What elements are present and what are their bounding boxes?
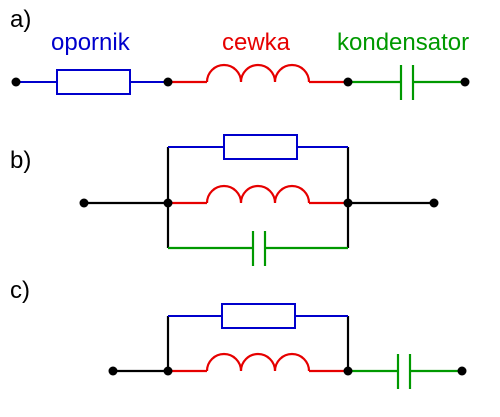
nodes-b [79, 198, 439, 208]
resistor-b [168, 134, 348, 160]
circuit-a: a) opornik cewka kondensator [10, 6, 470, 100]
resistor-a [16, 69, 168, 95]
circuit-b: b) [10, 134, 439, 266]
label-c: c) [10, 277, 30, 304]
label-a: a) [10, 6, 31, 33]
capacitor-c [348, 354, 462, 389]
label-b: b) [10, 147, 31, 174]
resistor-label: opornik [51, 29, 131, 56]
capacitor-a [348, 65, 465, 100]
wires-b [84, 147, 434, 248]
capacitor-label: kondensator [337, 29, 469, 56]
nodes-a [11, 77, 470, 87]
inductor-a [168, 63, 348, 84]
wires-c [113, 316, 350, 373]
capacitor-b [168, 231, 348, 266]
inductor-c [168, 352, 348, 373]
inductor-b [168, 184, 348, 205]
resistor-c [168, 303, 348, 329]
inductor-label: cewka [222, 29, 291, 56]
nodes-c [108, 366, 467, 376]
circuit-c: c) [10, 277, 467, 389]
